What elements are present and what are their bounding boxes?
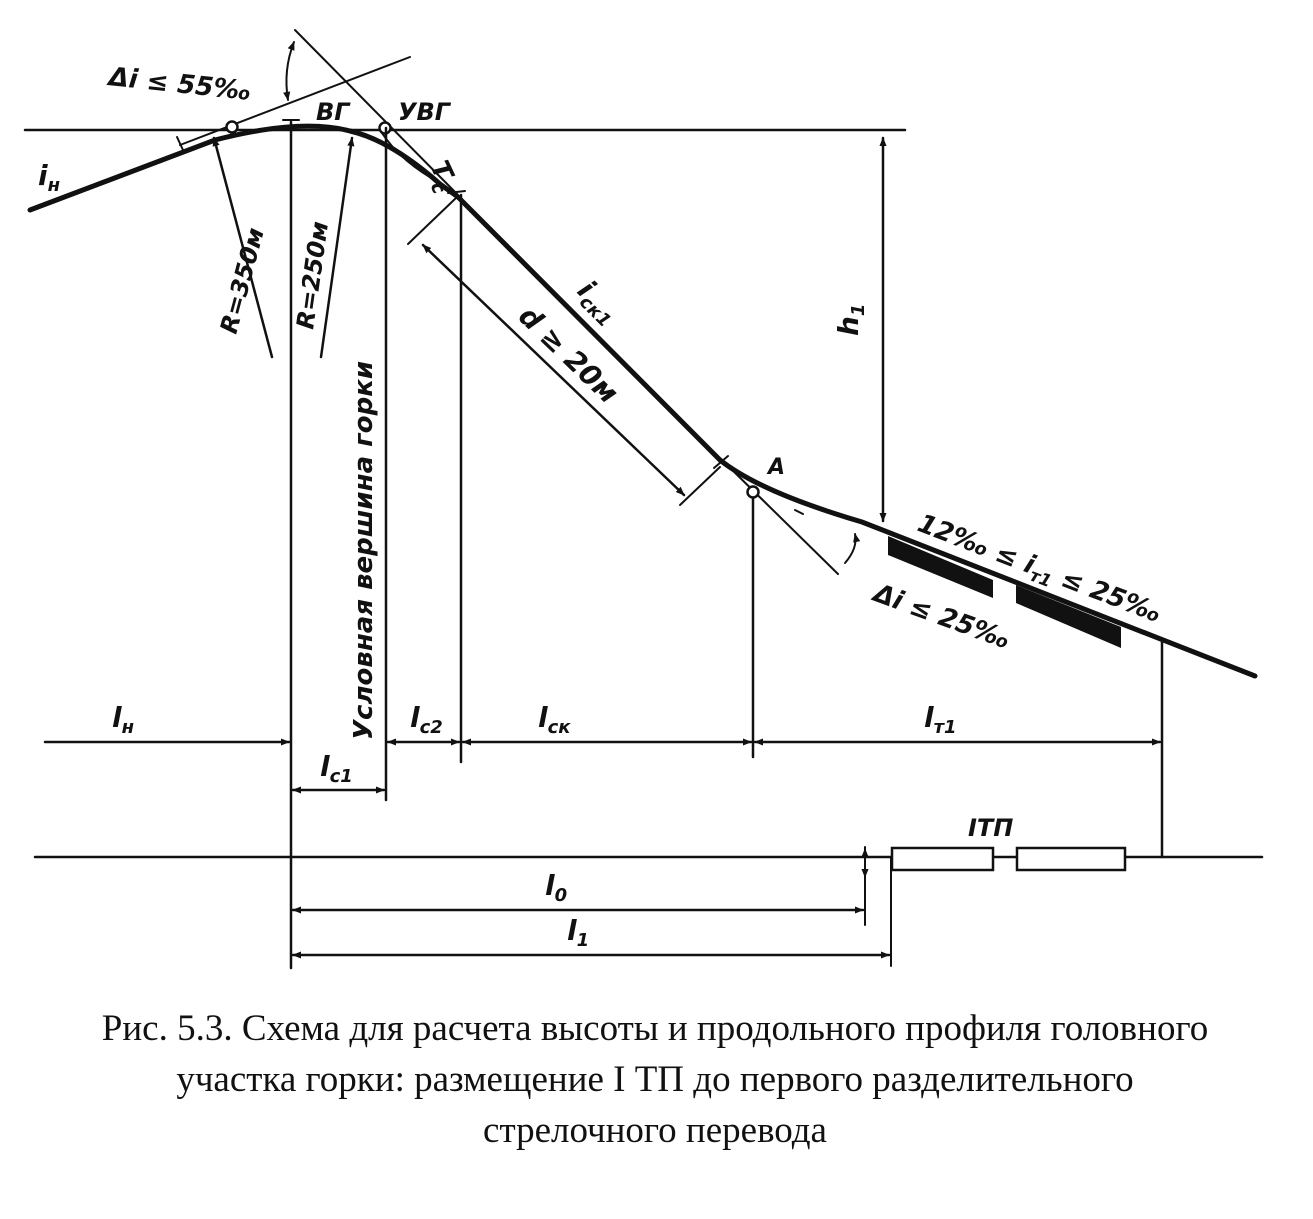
itp-block-1	[890, 846, 995, 872]
point-start-curve	[225, 120, 239, 134]
label-l-t1: lт1	[924, 701, 957, 738]
radius-350-arrow	[212, 136, 274, 359]
label-delta-i-top: Δi ≤ 55‰	[105, 62, 252, 107]
label-vertex: Условная вершина горки	[349, 361, 379, 740]
tick-a-2	[794, 509, 804, 515]
retarder-block-2	[1016, 585, 1121, 648]
point-a	[746, 485, 760, 499]
label-vg: ВГ	[316, 98, 351, 126]
label-itp: IТП	[968, 814, 1013, 842]
d-extension-top	[407, 197, 457, 245]
label-i-n: iн	[38, 159, 60, 196]
tick-left	[176, 136, 184, 151]
label-a: А	[766, 455, 785, 480]
label-uvg: УВГ	[398, 98, 452, 126]
delta-i-bottom-arc	[844, 533, 861, 564]
hump-profile-curve	[27, 123, 1258, 679]
label-h1: h1	[832, 304, 869, 336]
radius-250-arrow	[319, 136, 355, 359]
hump-profile-diagram: Δi ≤ 55‰ ВГ УВГ Тc iн R=350м R=250м Усло…	[23, 29, 1264, 970]
d-extension-bottom	[679, 466, 721, 506]
label-l-sk: lск	[538, 701, 571, 738]
delta-i-top-arc	[283, 41, 295, 101]
label-l-n: lн	[112, 701, 134, 738]
tick-a-1	[713, 455, 729, 469]
caption-line-3: стрелочного перевода	[483, 1110, 827, 1151]
retarder-block-1	[888, 536, 993, 598]
figure-caption: Рис. 5.3. Схема для расчета высоты и про…	[20, 1003, 1290, 1156]
label-l-c1: lс1	[320, 750, 353, 787]
label-l-c2: lс2	[410, 701, 443, 738]
d-dimension-arrow	[421, 243, 686, 497]
caption-line-2: участка горки: размещение I ТП до первог…	[176, 1059, 1134, 1100]
label-i-sk1: iск1	[568, 274, 626, 332]
tick-tc	[447, 190, 466, 194]
label-l-1: l1	[567, 914, 589, 951]
tangent-line-left	[179, 56, 411, 146]
label-l-0: l0	[545, 869, 567, 906]
itp-block-2	[1015, 846, 1127, 872]
caption-line-1: Рис. 5.3. Схема для расчета высоты и про…	[101, 1008, 1209, 1049]
tangent-line-steep	[294, 29, 459, 196]
uvg-transition-curve	[379, 129, 443, 185]
tangent-line-lower	[721, 459, 839, 575]
